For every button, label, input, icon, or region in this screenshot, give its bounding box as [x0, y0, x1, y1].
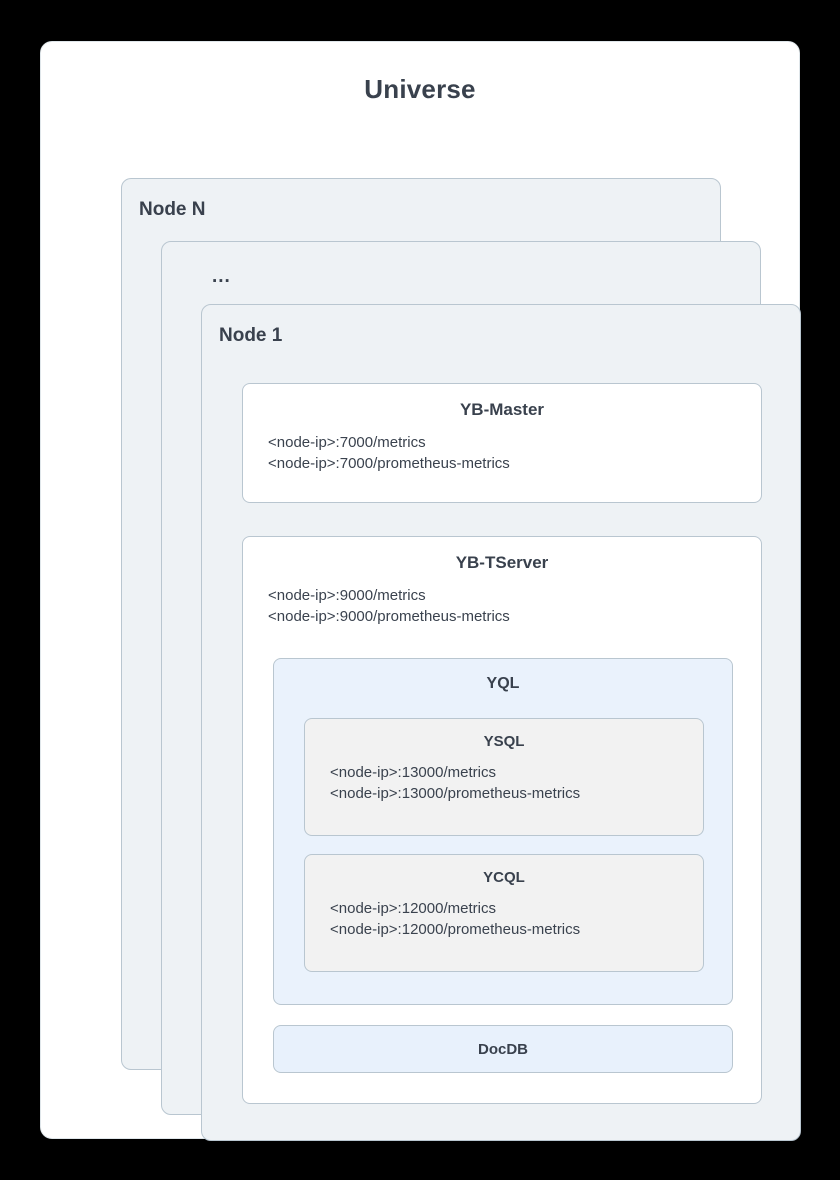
ycql-title: YCQL	[483, 869, 525, 886]
component-ysql: YSQL <node-ip>:13000/metrics <node-ip>:1…	[304, 718, 704, 836]
yql-title: YQL	[486, 675, 520, 692]
node-card-node-1: Node 1 YB-Master <node-ip>:7000/metrics …	[201, 304, 801, 1141]
yb-tserver-metrics-line-2: <node-ip>:9000/prometheus-metrics	[268, 608, 510, 626]
ysql-title: YSQL	[483, 733, 525, 750]
component-docdb: DocDB	[273, 1025, 733, 1073]
ycql-metrics-line-1: <node-ip>:12000/metrics	[330, 900, 496, 917]
yb-tserver-metrics: <node-ip>:9000/metrics <node-ip>:9000/pr…	[243, 585, 761, 628]
universe-card: Universe Node N ... Node 1 YB-Master <no…	[40, 41, 801, 1141]
yb-master-metrics-line-2: <node-ip>:7000/prometheus-metrics	[268, 455, 510, 473]
ycql-metrics-line-2: <node-ip>:12000/prometheus-metrics	[330, 921, 581, 939]
component-yb-master: YB-Master <node-ip>:7000/metrics <node-i…	[242, 383, 762, 503]
ycql-metrics: <node-ip>:12000/metrics <node-ip>:12000/…	[305, 898, 703, 941]
node-card-label-node-1: Node 1	[219, 325, 283, 346]
yb-master-metrics: <node-ip>:7000/metrics <node-ip>:7000/pr…	[243, 432, 761, 475]
yb-master-metrics-line-1: <node-ip>:7000/metrics	[268, 434, 426, 451]
ysql-metrics-line-1: <node-ip>:13000/metrics	[330, 764, 496, 781]
ysql-metrics: <node-ip>:13000/metrics <node-ip>:13000/…	[305, 762, 703, 805]
component-yql: YQL YSQL <node-ip>:13000/metrics <node-i…	[273, 658, 733, 1005]
universe-title: Universe	[364, 74, 476, 104]
yb-tserver-metrics-line-1: <node-ip>:9000/metrics	[268, 587, 426, 604]
component-yb-tserver: YB-TServer <node-ip>:9000/metrics <node-…	[242, 536, 762, 1104]
node-card-label-node-n: Node N	[139, 199, 206, 220]
ysql-metrics-line-2: <node-ip>:13000/prometheus-metrics	[330, 785, 581, 803]
yb-tserver-title: YB-TServer	[455, 553, 549, 572]
component-ycql: YCQL <node-ip>:12000/metrics <node-ip>:1…	[304, 854, 704, 972]
yb-master-title: YB-Master	[459, 400, 545, 419]
node-card-label-ellipsis: ...	[212, 266, 231, 287]
docdb-title: DocDB	[477, 1040, 528, 1058]
